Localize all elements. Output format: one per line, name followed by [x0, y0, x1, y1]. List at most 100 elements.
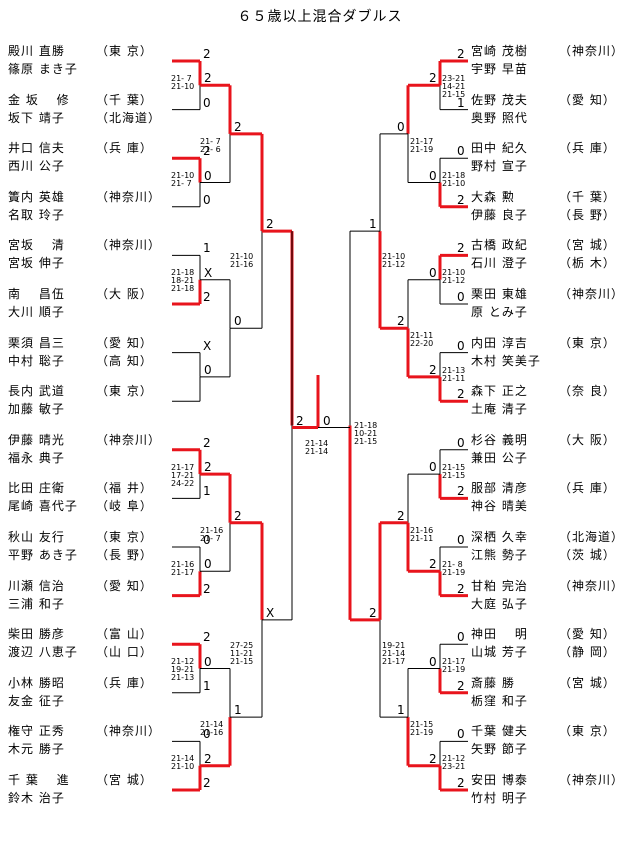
player-name: 大川 順子: [8, 305, 65, 319]
player-name: 神谷 晴美: [471, 499, 528, 514]
round-result: 0: [203, 95, 211, 110]
player-row: 三浦 和子: [8, 595, 160, 613]
player-row: 宮崎 茂樹（神奈川）: [471, 42, 623, 60]
match-score: 21-16 21-17: [171, 560, 195, 577]
player-row: 友金 征子: [8, 692, 160, 710]
match-score: 21-12 19-21 21-13: [171, 657, 195, 683]
player-name: 神田 明: [471, 627, 528, 642]
round-result: 2: [203, 290, 211, 304]
prefecture: （東 京）: [559, 724, 616, 739]
player-row: 原 とみ子: [471, 303, 623, 321]
match-score: 21-17 21-19: [410, 136, 434, 154]
match-score: 21-10 21- 7: [171, 171, 195, 189]
player-name: 土庵 清子: [471, 402, 528, 417]
prefecture: （兵 庫）: [96, 141, 153, 156]
player-row: 尾崎 喜代子（岐 阜）: [8, 497, 160, 515]
round-result: 0: [204, 654, 212, 669]
player-name: 篠原 まき子: [8, 62, 78, 76]
match-score: 21-10 21-16: [230, 252, 254, 270]
match-score: 21-10 21-12: [442, 268, 466, 286]
round-result: 0: [204, 557, 212, 572]
team-entry: 権守 正秀（神奈川）木元 勝子: [8, 722, 160, 758]
prefecture: （茨 城）: [559, 548, 616, 562]
match-score: 21-12 23-21: [442, 754, 466, 772]
player-row: 比田 庄衛（福 井）: [8, 479, 160, 497]
round-result: 0: [457, 435, 465, 450]
prefecture: （愛 知）: [96, 335, 153, 350]
player-name: 内田 淳吉: [471, 335, 528, 350]
player-name: 安田 博泰: [471, 773, 528, 787]
team-entry: 大森 勲（千 葉）伊藤 良子（長 野）: [471, 188, 623, 224]
round-result: 0: [204, 168, 212, 183]
prefecture: （神奈川）: [96, 432, 162, 447]
prefecture: （東 京）: [96, 530, 153, 544]
round-result: 0: [457, 727, 465, 742]
team-entry: 川瀬 信治（愛 知）三浦 和子: [8, 577, 160, 613]
player-name: 加藤 敏子: [8, 402, 65, 417]
team-entry: 金 坂 修（千 葉）坂下 靖子（北海道）: [8, 91, 160, 127]
round-result: 2: [397, 508, 405, 523]
player-name: 名取 玲子: [8, 207, 65, 222]
match-score: 21-15 21-15: [442, 462, 466, 480]
round-result: 2: [234, 119, 242, 134]
team-entry: 簀内 英雄（神奈川）名取 玲子: [8, 188, 160, 224]
prefecture: （高 知）: [96, 353, 153, 368]
prefecture: （兵 庫）: [96, 675, 153, 690]
round-result: 1: [203, 678, 211, 693]
prefecture: （神奈川）: [559, 44, 625, 58]
prefecture: （長 野）: [559, 207, 616, 222]
team-entry: 栗田 東雄（神奈川）原 とみ子: [471, 285, 623, 321]
round-result: 2: [204, 460, 212, 475]
round-result: 0: [429, 168, 437, 183]
player-name: 栗須 昌三: [8, 335, 65, 350]
match-score: 21-17 17-21 24-22: [171, 462, 195, 488]
prefecture: （兵 庫）: [559, 141, 616, 156]
round-result: 1: [203, 241, 211, 256]
prefecture: （静 岡）: [559, 645, 616, 660]
round-result: 1: [457, 95, 465, 110]
player-name: 比田 庄衛: [8, 481, 65, 496]
round-result: 2: [429, 362, 437, 377]
prefecture: （神奈川）: [559, 773, 625, 787]
player-name: 千 葉 進: [8, 773, 70, 787]
player-row: 矢野 節子: [471, 740, 623, 758]
player-row: 金 坂 修（千 葉）: [8, 91, 160, 109]
player-name: 千葉 健夫: [471, 724, 528, 739]
prefecture: （宮 城）: [96, 773, 153, 787]
team-entry: 森下 正之（奈 良） 土庵 清子: [471, 382, 623, 418]
page-title: ６５歳以上混合ダブルス: [237, 9, 403, 25]
team-entry: 佐野 茂夫（愛 知）奥野 照代: [471, 91, 623, 127]
player-name: 田中 紀久: [471, 141, 528, 156]
match-score: 19-21 21-14 21-17: [382, 640, 406, 666]
player-row: 殿川 直勝（東 京）: [8, 42, 160, 60]
round-result: 2: [266, 217, 274, 232]
team-entry: 千 葉 進（宮 城）鈴木 治子: [8, 771, 160, 807]
round-result: 2: [203, 435, 211, 450]
player-name: 三浦 和子: [8, 596, 65, 611]
team-entry: 田中 紀久（兵 庫）野村 宣子: [471, 139, 623, 175]
team-entry: 柴田 勝彦（富 山）渡辺 八恵子（山 口）: [8, 625, 160, 661]
prefecture: （東 京）: [96, 384, 153, 399]
player-row: 田中 紀久 （兵 庫）: [471, 139, 623, 157]
player-row: 栗須 昌三 （愛 知）: [8, 334, 160, 352]
player-name: 簀内 英雄: [8, 189, 65, 204]
player-name: 石川 澄子: [471, 256, 528, 271]
final-result: 2: [296, 413, 304, 428]
round-result: 2: [457, 387, 465, 402]
player-name: 奥野 照代: [471, 110, 528, 125]
team-entry: 服部 清彦（兵 庫）神谷 晴美: [471, 479, 623, 515]
player-row: 伊藤 良子（長 野）: [471, 206, 623, 224]
round-result: 0: [204, 362, 212, 377]
round-result: 2: [457, 484, 465, 499]
player-row: 坂下 靖子（北海道）: [8, 109, 160, 127]
player-row: 森下 正之（奈 良）: [471, 382, 623, 400]
player-row: 安田 博泰 （神奈川）: [471, 771, 623, 789]
prefecture: （奈 良）: [559, 384, 616, 399]
round-result: 0: [397, 119, 405, 134]
team-entry: 古橋 政紀（宮 城）石川 澄子（栃 木）: [471, 236, 623, 272]
player-row: 加藤 敏子: [8, 400, 160, 418]
round-result: 0: [429, 460, 437, 475]
team-entry: 宮坂 清（神奈川）宮坂 伸子: [8, 236, 160, 272]
round-result: 2: [203, 630, 211, 645]
team-entry: 神田 明（愛 知）山城 芳子（静 岡）: [471, 625, 623, 661]
